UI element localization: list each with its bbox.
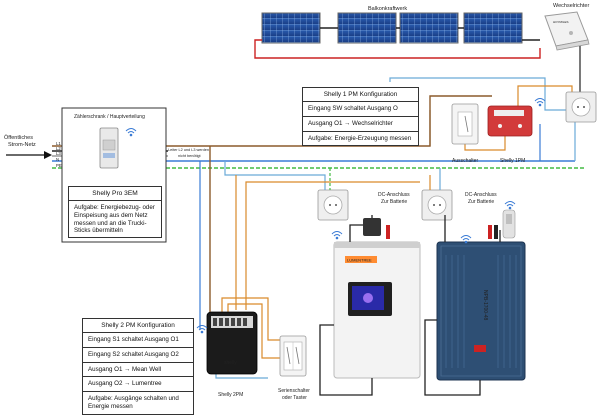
trucki-stick bbox=[502, 209, 516, 239]
pro3em-task: Aufgabe: Energiebezug- oder Einspeisung … bbox=[69, 200, 161, 238]
wifi-icon bbox=[331, 231, 343, 240]
label-l2: L2 bbox=[56, 146, 61, 151]
meanwell-model: NPB-1700-48 bbox=[482, 290, 488, 321]
config-2pm-row: Aufgabe: Ausgänge schalten und Energie m… bbox=[83, 391, 193, 414]
shelly-pro-3em-device bbox=[99, 127, 119, 169]
inverter-brand: HOYMILES bbox=[553, 20, 569, 24]
config-2pm-title: Shelly 2 PM Konfiguration bbox=[101, 322, 175, 329]
config-1pm-box: Shelly 1 PM Konfiguration Eingang SW sch… bbox=[302, 87, 419, 147]
solar-panel bbox=[463, 12, 523, 44]
solar-panels bbox=[254, 12, 541, 59]
pro3em-box: Shelly Pro 3EM Aufgabe: Energiebezug- od… bbox=[68, 186, 162, 238]
wifi-icon bbox=[125, 128, 137, 137]
solar-panel bbox=[399, 12, 459, 44]
dc-right-label: DC-Anschluss Zur Batterie bbox=[465, 192, 498, 205]
config-1pm-row: Aufgabe: Energie-Erzeugung messen bbox=[303, 130, 418, 146]
lumentree-brand: LUMENTREE bbox=[347, 258, 372, 263]
solar-panel bbox=[337, 12, 397, 44]
shelly-2pm-label: Shelly 2PM bbox=[218, 392, 243, 398]
svg-text:shelly: shelly bbox=[224, 360, 237, 366]
label-l3: L3 bbox=[56, 151, 61, 156]
config-2pm-box: Shelly 2 PM Konfiguration Eingang S1 sch… bbox=[82, 318, 194, 415]
dc-connector-left bbox=[363, 218, 390, 239]
config-1pm-row: Ausgang O1 → Wechselrichter bbox=[303, 115, 418, 131]
meanwell-charger: NPB-1700-48 bbox=[436, 241, 526, 381]
wifi-icon bbox=[196, 325, 208, 334]
config-1pm-row: Eingang SW schaltet Ausgang O bbox=[303, 101, 418, 116]
grid-arrow bbox=[6, 151, 52, 159]
config-1pm-title: Shelly 1 PM Konfiguration bbox=[323, 91, 398, 98]
config-2pm-row: Eingang S1 schaltet Ausgang O1 bbox=[83, 332, 193, 347]
not-needed-note: Leiter L2 und L3 werden nicht benötigt bbox=[168, 148, 210, 158]
lumentree-inverter: LUMENTREE bbox=[333, 241, 421, 379]
wifi-icon bbox=[504, 201, 516, 210]
wifi-icon bbox=[460, 235, 472, 244]
balcony-label: Balkonkraftwerk bbox=[368, 6, 407, 12]
inverter: HOYMILES bbox=[544, 11, 590, 51]
outlet-inverter bbox=[565, 91, 597, 123]
shelly-1pm-device bbox=[487, 105, 533, 137]
dc-connector-right bbox=[488, 225, 498, 239]
wifi-icon bbox=[534, 98, 546, 107]
outlet-wiring bbox=[224, 161, 441, 310]
grid-label: Öffentliches Strom-Netz bbox=[4, 134, 36, 148]
meter-cabinet-label: Zählerschrank / Hauptverteilung bbox=[74, 114, 145, 120]
config-2pm-row: Ausgang O2 → Lumentree bbox=[83, 376, 193, 391]
label-pe: PE bbox=[56, 163, 62, 168]
series-switch bbox=[279, 335, 307, 377]
label-n: N bbox=[56, 157, 59, 162]
series-switch-label: Serienschalter oder Taster bbox=[278, 388, 311, 401]
label-l1: L1 bbox=[56, 141, 61, 146]
shelly-1pm-label: Shelly 1PM bbox=[500, 158, 525, 164]
grid-label-line2: Strom-Netz bbox=[8, 142, 36, 148]
outlet-lumentree bbox=[421, 189, 453, 221]
pro3em-title: Shelly Pro 3EM bbox=[92, 190, 138, 197]
solar-panel bbox=[261, 12, 321, 44]
shelly-2pm-device: shelly bbox=[206, 311, 258, 375]
grid-label-line1: Öffentliches bbox=[4, 134, 33, 141]
config-2pm-row: Eingang S2 schaltet Ausgang O2 bbox=[83, 346, 193, 362]
off-switch-label: Ausschalter bbox=[452, 158, 478, 164]
off-switch bbox=[451, 103, 479, 145]
inverter-label: Wechselrichter bbox=[553, 3, 589, 9]
config-2pm-row: Ausgang O1 → Mean Well bbox=[83, 361, 193, 377]
battery-cable-right bbox=[424, 215, 501, 396]
outlet-meanwell bbox=[317, 189, 349, 221]
dc-left-label: DC-Anschluss Zur Batterie bbox=[378, 192, 411, 205]
